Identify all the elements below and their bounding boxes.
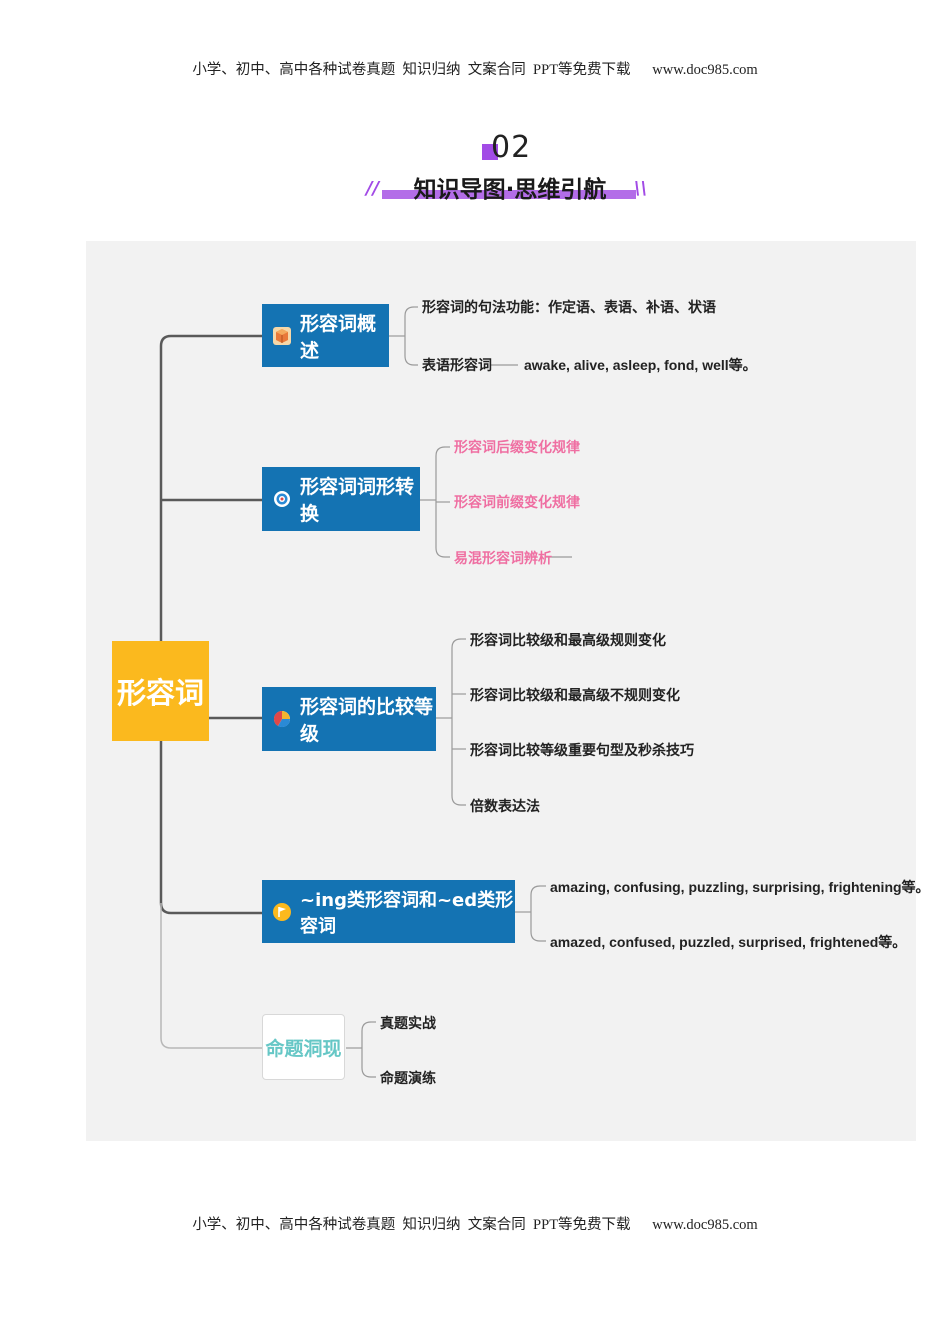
section-title-underline [382,190,636,199]
flag-icon [273,902,291,921]
branch-node-label: 形容词概述 [300,312,377,362]
cube-icon [273,326,291,345]
slash-decoration-right: \\ [634,178,648,199]
section-number-accent [482,144,498,160]
branch-node-label: ~ing类形容词和~ed类形容词 [300,889,514,937]
leaf-multiple-expressions: 倍数表达法 [470,798,540,814]
section-number: 02 [482,130,542,168]
leaf-prefix-rules: 形容词前缀变化规律 [454,494,580,510]
mindmap-panel [86,241,916,1141]
branch-node-comparison: 形容词的比较等级 [262,687,436,751]
leaf-regular-comparison: 形容词比较级和最高级规则变化 [470,632,666,648]
leaf-ed-examples: amazed, confused, puzzled, surprised, fr… [550,934,907,950]
page-header: 小学、初中、高中各种试卷真题 知识归纳 文案合同 PPT等免费下载 www.do… [192,62,758,78]
section-title: 知识导图·思维引航 [413,177,607,203]
leaf-predicative-adjectives: 表语形容词 [422,357,492,373]
leaf-ing-examples: amazing, confusing, puzzling, surprising… [550,879,930,895]
leaf-real-exam-practice: 真题实战 [380,1015,436,1031]
branch-node-label: 形容词词形转换 [300,476,415,525]
branch-node-word-form: 形容词词形转换 [262,467,420,531]
branch-node-overview: 形容词概述 [262,304,389,367]
leaf-confusable-adjectives: 易混形容词辨析 [454,550,552,566]
leaf-comparison-patterns: 形容词比较等级重要句型及秒杀技巧 [470,742,694,758]
branch-node-label: 形容词的比较等级 [300,696,434,745]
section-title-block: // 知识导图·思维引航 \\ [360,168,660,204]
branch-node-ing-ed: ~ing类形容词和~ed类形容词 [262,880,515,943]
target-icon [274,491,290,507]
leaf-predicative-examples: awake, alive, asleep, fond, well等。 [524,357,757,373]
mindmap-root-node: 形容词 [112,641,209,741]
branch-node-exam-insight: 命题洞现 [262,1014,345,1080]
leaf-irregular-comparison: 形容词比较级和最高级不规则变化 [470,687,680,703]
section-number-text: 02 [491,130,532,165]
pie-chart-icon [273,710,291,728]
leaf-mock-exam-practice: 命题演练 [380,1070,436,1086]
page-footer: 小学、初中、高中各种试卷真题 知识归纳 文案合同 PPT等免费下载 www.do… [192,1217,758,1233]
leaf-suffix-rules: 形容词后缀变化规律 [454,439,580,455]
leaf-syntax-function: 形容词的句法功能：作定语、表语、补语、状语 [422,299,716,315]
slash-decoration-left: // [366,178,380,199]
